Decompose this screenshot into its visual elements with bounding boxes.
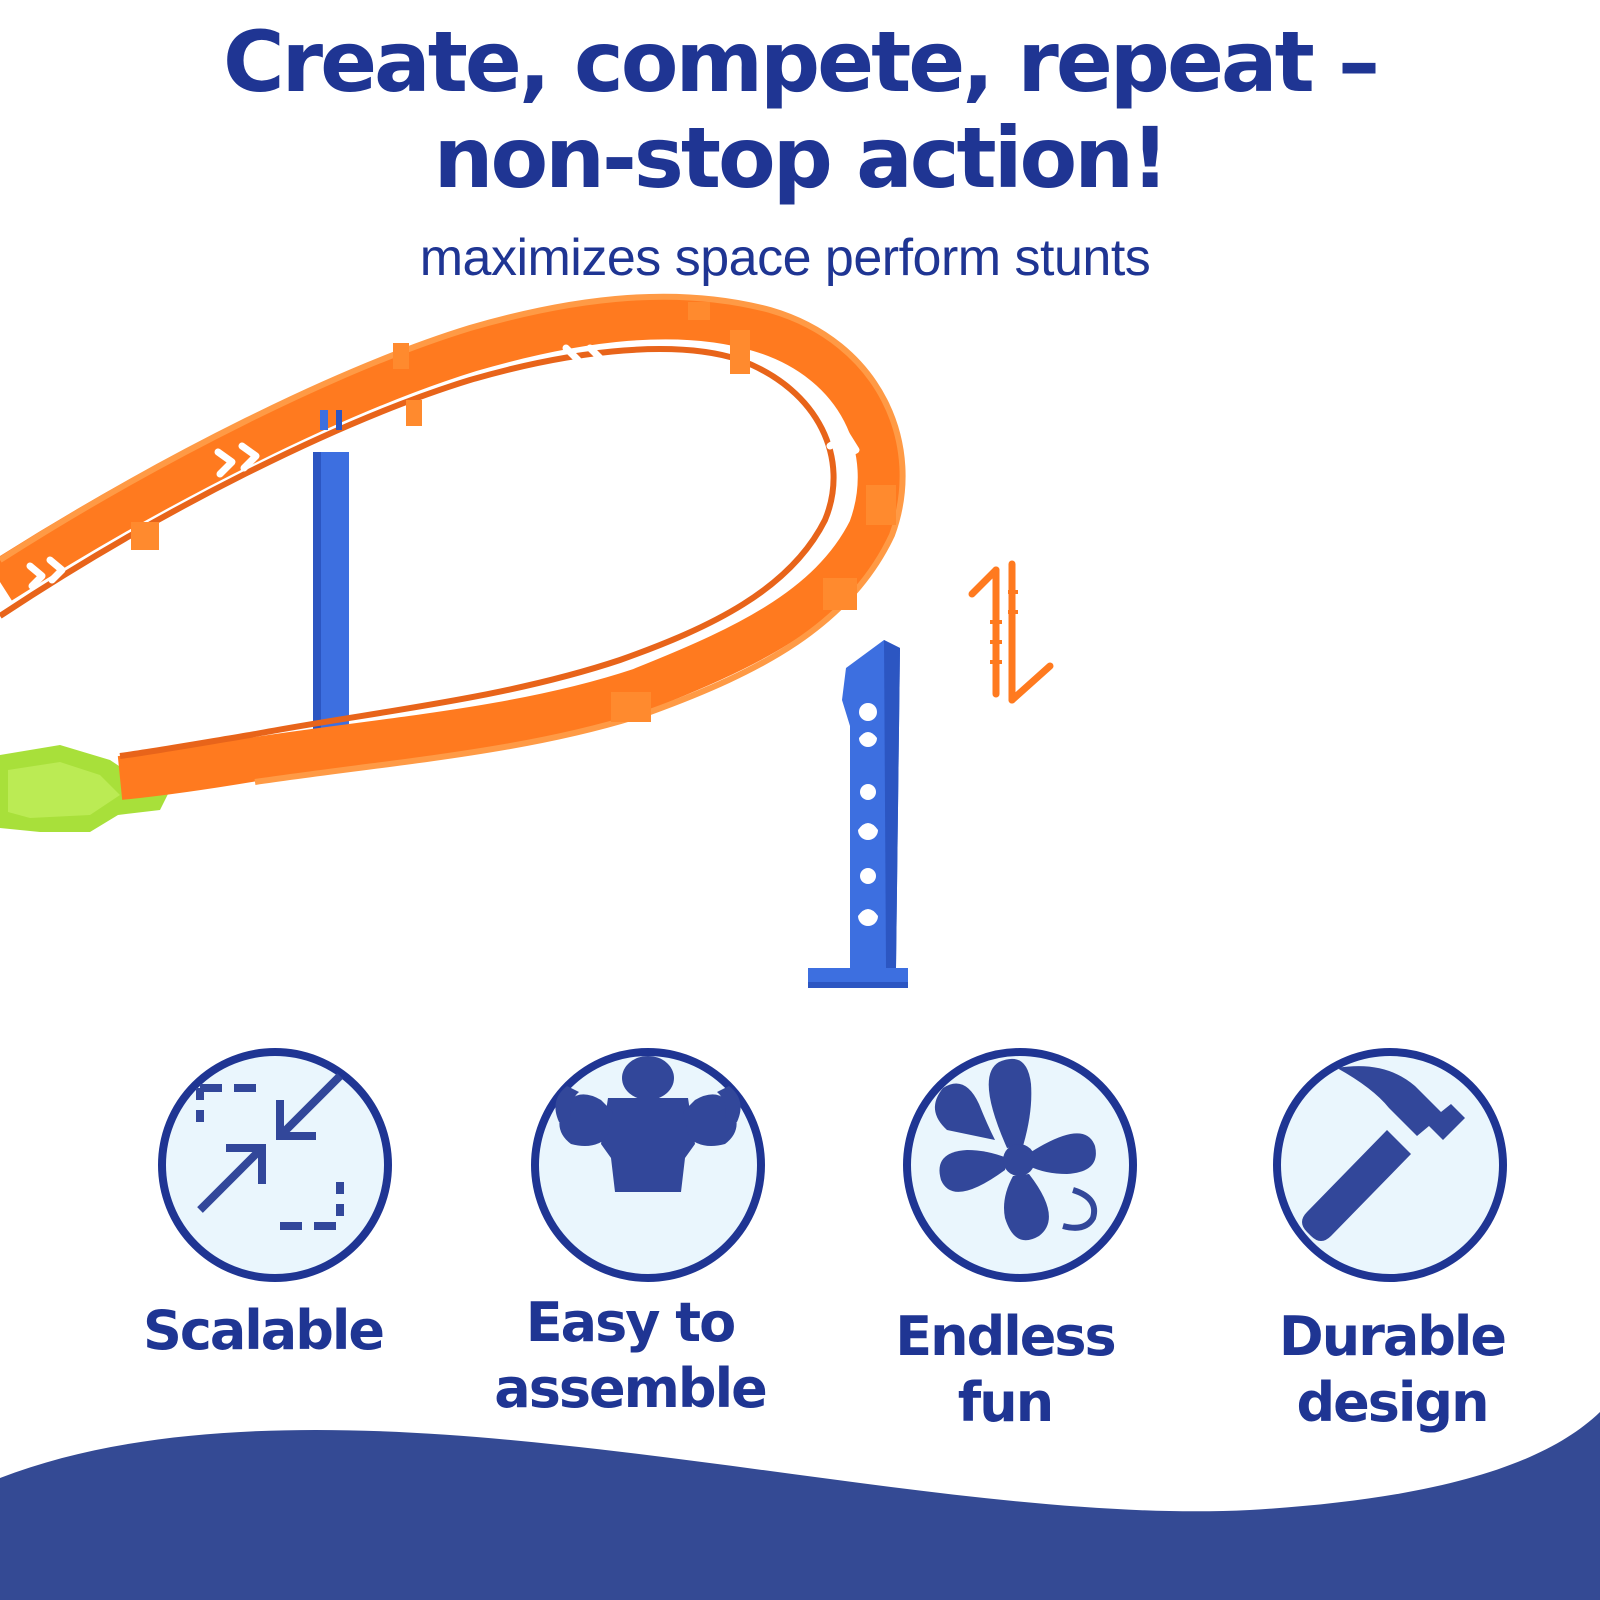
headline-line-2: non-stop action! xyxy=(433,109,1170,207)
support-pillar xyxy=(808,640,908,988)
hammer-icon xyxy=(1273,1048,1507,1282)
track-chevrons xyxy=(26,344,860,590)
subtitle: maximizes space perform stunts xyxy=(419,229,1151,287)
muscle-man-icon xyxy=(531,1048,765,1282)
green-connector xyxy=(0,745,170,832)
feature-label-easy-to-assemble: Easy to assemble xyxy=(494,1291,767,1420)
feature-label-scalable: Scalable xyxy=(142,1299,385,1362)
headline: Create, compete, repeat – non-stop actio… xyxy=(0,14,1600,206)
headline-line-1: Create, compete, repeat – xyxy=(223,13,1380,111)
pinwheel-icon xyxy=(903,1048,1137,1282)
feature-label-durable-design: Durable design xyxy=(1278,1305,1507,1434)
track-clips xyxy=(131,302,896,722)
resize-arrows-icon xyxy=(158,1048,392,1282)
feature-label-endless-fun: Endless fun xyxy=(895,1305,1116,1434)
up-down-arrows-icon xyxy=(968,560,1054,704)
